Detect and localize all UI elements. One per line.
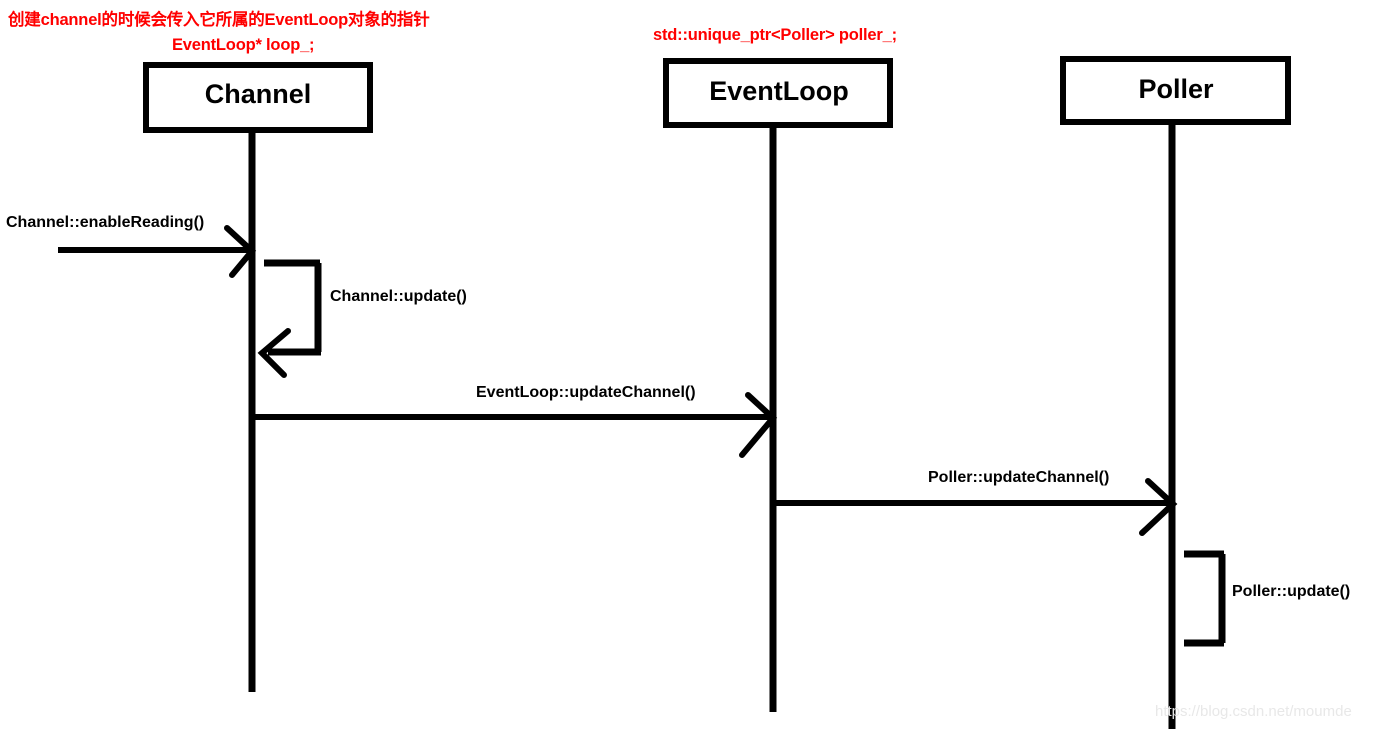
participant-label-eventloop: EventLoop (709, 76, 849, 106)
annotation-channel-note-line1: 创建channel的时候会传入它所属的EventLoop对象的指针 (8, 11, 430, 29)
message-arrow-eventloop-update-channel (252, 392, 778, 458)
watermark-text: https://blog.csdn.net/moumde (1155, 703, 1352, 720)
self-call-poller-update (1184, 550, 1226, 647)
message-label-poller-update: Poller::update() (1232, 583, 1351, 600)
participant-label-channel: Channel (204, 79, 312, 109)
self-call-channel-update (257, 259, 322, 378)
annotation-channel-note-line2: EventLoop* loop_; (172, 36, 315, 54)
annotation-eventloop-note: std::unique_ptr<Poller> poller_; (653, 26, 897, 44)
message-label-enable-reading: Channel::enableReading() (6, 214, 205, 231)
message-label-poller-update-channel: Poller::updateChannel() (928, 469, 1110, 486)
message-arrow-enable-reading (58, 225, 257, 278)
participant-box-eventloop (663, 58, 893, 128)
message-arrow-poller-update-channel (773, 478, 1178, 536)
participant-label-poller: Poller (1138, 74, 1214, 104)
message-label-eventloop-update-channel: EventLoop::updateChannel() (476, 384, 696, 401)
participant-box-channel (143, 62, 373, 133)
message-label-channel-update: Channel::update() (330, 288, 467, 305)
